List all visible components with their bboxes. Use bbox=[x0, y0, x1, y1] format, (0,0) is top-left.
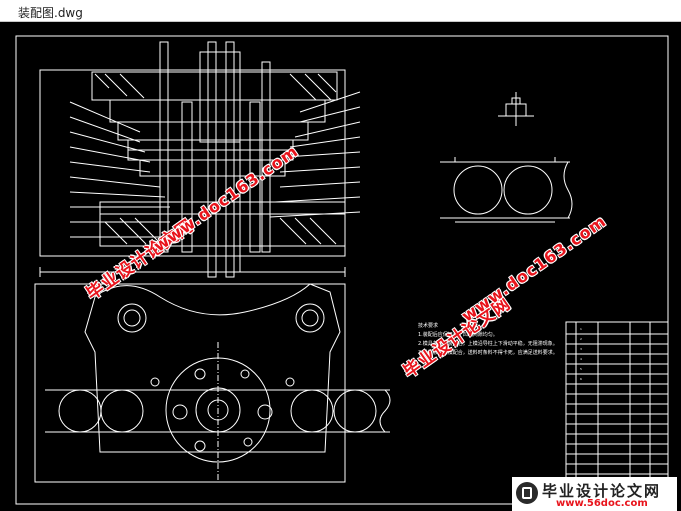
strip-layout bbox=[440, 92, 573, 223]
svg-text:2: 2 bbox=[580, 337, 582, 341]
logo-url: www.56doc.com bbox=[556, 498, 648, 509]
drawing-frame bbox=[15, 35, 669, 505]
drawing-canvas[interactable]: 1 2 3 4 5 6 技术要求 1.装配后应保证凸、凹模间隙均匀。 2.模具各零件装配… bbox=[0, 22, 681, 511]
plan-view bbox=[34, 283, 391, 483]
svg-text:6: 6 bbox=[580, 377, 582, 381]
tech-note-line: 2.模具各零件装配后，上模沿导柱上下滑动平稳，无阻滞现象。 bbox=[418, 341, 558, 347]
tech-note-line: 3.导料板与凹模配合，送料时条料不得卡死，应满足送料要求。 bbox=[418, 350, 558, 356]
file-title: 装配图.dwg bbox=[18, 6, 83, 20]
tech-note-line: 1.装配后应保证凸、凹模间隙均匀。 bbox=[418, 332, 498, 338]
svg-text:3: 3 bbox=[580, 347, 582, 351]
logo-name: 毕业设计论文网 bbox=[542, 482, 662, 500]
tech-notes-heading: 技术要求 bbox=[418, 323, 439, 329]
svg-text:4: 4 bbox=[580, 357, 582, 361]
cad-drawing: 1 2 3 4 5 6 bbox=[15, 35, 669, 505]
title-block bbox=[565, 321, 669, 505]
logo-mark-icon bbox=[516, 482, 538, 504]
tech-notes: 技术要求 1.装配后应保证凸、凹模间隙均匀。 2.模具各零件装配后，上模沿导柱上… bbox=[418, 322, 558, 358]
svg-text:5: 5 bbox=[580, 367, 582, 371]
front-section-view bbox=[39, 41, 361, 278]
site-logo: 毕业设计论文网 www.56doc.com bbox=[512, 477, 677, 511]
svg-text:1: 1 bbox=[580, 327, 582, 331]
window-title-bar: 装配图.dwg bbox=[0, 0, 681, 22]
